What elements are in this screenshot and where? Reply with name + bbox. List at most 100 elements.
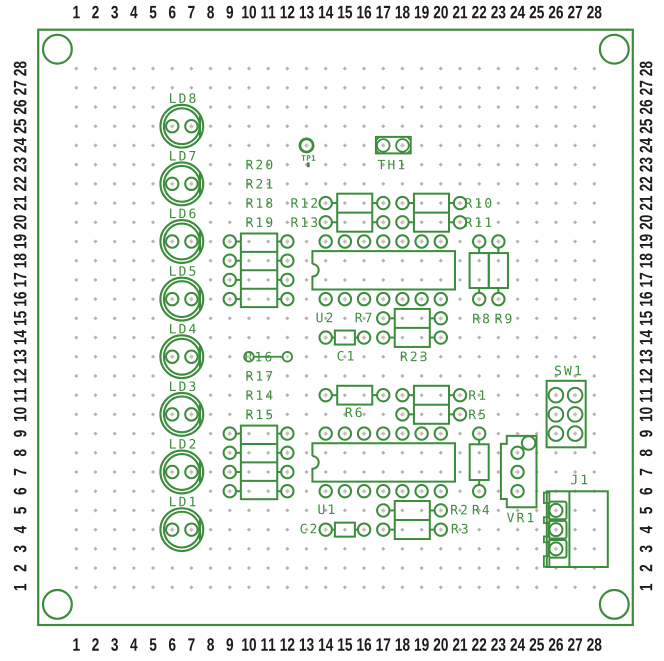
grid-dot [150, 220, 156, 225]
grid-dot [457, 258, 463, 263]
grid-dot [208, 431, 213, 436]
grid-dot [285, 335, 290, 340]
grid-dot [304, 316, 309, 321]
grid-dot [266, 104, 271, 110]
grid-dot [400, 373, 405, 379]
edge-number-bottom-23 [491, 638, 506, 651]
glyph-D [179, 266, 186, 276]
glyph-1 [242, 638, 249, 651]
edge-number-bottom-15 [338, 638, 353, 651]
grid-dot [227, 162, 232, 167]
grid-dot [323, 508, 328, 513]
grid-dot [285, 201, 290, 206]
grid-dot [457, 181, 463, 186]
grid-dot [477, 143, 482, 148]
grid-dot [246, 143, 252, 148]
glyph-1 [13, 414, 27, 422]
edge-number-right-28 [639, 61, 653, 76]
grid-dot [323, 412, 328, 417]
edge-number-bottom-1 [73, 638, 80, 651]
glyph-6 [13, 99, 27, 107]
glyph-4 [266, 390, 273, 400]
grid-dot [342, 354, 347, 359]
edge-number-right-4 [639, 525, 653, 534]
grid-dot [304, 431, 309, 436]
glyph-5 [149, 5, 157, 19]
grid-dot [304, 124, 309, 129]
grid-dot [419, 335, 424, 340]
grid-dot [74, 143, 79, 148]
edge-number-right-5 [639, 507, 653, 514]
edge-number-left-14 [13, 330, 27, 345]
grid-dot [362, 373, 367, 379]
grid-dot [131, 66, 136, 71]
glyph-2 [639, 69, 653, 76]
grid-dot [323, 277, 328, 282]
grid-dot [93, 431, 98, 436]
component-LD3 [159, 391, 205, 437]
glyph-1 [13, 241, 27, 249]
glyph-2 [92, 638, 99, 651]
grid-dot [150, 489, 156, 494]
glyph-6 [364, 5, 372, 19]
glyph-1 [475, 198, 482, 208]
glyph-2 [639, 107, 653, 115]
edge-number-bottom-27 [567, 638, 583, 651]
grid-dot [93, 220, 98, 225]
glyph-2 [13, 107, 27, 115]
grid-dot [362, 393, 367, 398]
led-body-outer [159, 161, 205, 207]
grid-dot [477, 469, 482, 475]
edge-number-bottom-5 [149, 638, 157, 651]
grid-dot [342, 508, 347, 513]
grid-dot [74, 181, 79, 186]
glyph-2 [13, 88, 27, 95]
glyph-1 [357, 638, 364, 651]
glyph-1 [639, 280, 653, 287]
glyph-2 [287, 5, 295, 19]
glyph-1 [485, 217, 492, 227]
component-LD1 [159, 507, 205, 553]
glyph-6 [168, 638, 176, 651]
grid-dot [496, 66, 501, 71]
glyph-8 [13, 253, 27, 261]
glyph-0 [639, 215, 653, 222]
glyph-1 [311, 155, 316, 161]
grid-dot [323, 258, 328, 263]
grid-dot [438, 220, 443, 225]
glyph-7 [639, 468, 653, 476]
glyph-W [564, 365, 572, 376]
glyph-2 [13, 176, 27, 184]
grid-dot [419, 277, 424, 282]
component-C2 [318, 521, 372, 538]
glyph-1 [301, 217, 308, 227]
glyph-7 [13, 272, 27, 280]
grid-dot [438, 469, 443, 475]
silk-label-LD3 [170, 381, 196, 392]
grid-dot [419, 104, 424, 110]
glyph-R [469, 409, 477, 420]
grid-dot [362, 66, 367, 71]
glyph-1 [639, 395, 653, 402]
glyph-1 [261, 638, 268, 651]
grid-dot [342, 316, 347, 321]
grid-dot [342, 181, 347, 186]
glyph-1 [269, 638, 276, 651]
glyph-2 [510, 638, 518, 651]
edge-number-top-7 [188, 5, 195, 19]
glyph-1 [13, 280, 27, 287]
edge-number-top-14 [318, 5, 334, 19]
glyph-J [571, 474, 577, 485]
edge-number-left-27 [13, 80, 27, 95]
grid-dot [246, 297, 252, 302]
grid-dot [457, 297, 463, 302]
edge-number-right-8 [639, 449, 653, 457]
grid-dot [208, 85, 213, 90]
grid-dot [150, 450, 156, 455]
glyph-7 [639, 80, 653, 88]
glyph-1 [639, 357, 653, 364]
edge-number-top-24 [510, 5, 526, 19]
glyph-2 [567, 638, 575, 651]
grid-dot [419, 258, 424, 263]
silk-labels [170, 93, 588, 534]
